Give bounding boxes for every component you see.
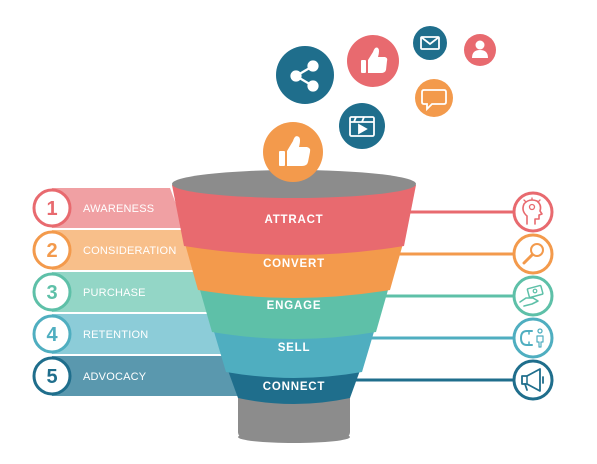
lightbulb-head-icon	[512, 191, 554, 233]
band-awareness	[52, 188, 185, 228]
svg-text:5: 5	[46, 366, 57, 388]
stage-2-number: 2	[32, 230, 72, 270]
funnel-labels: ATTRACT CONVERT ENGAGE SELL CONNECT	[263, 214, 325, 393]
band-retention	[52, 314, 230, 354]
number-circles: 1 2 3 4 5	[32, 188, 72, 396]
svg-text:3: 3	[46, 282, 57, 304]
stage-1-number: 1	[32, 188, 72, 228]
funnel	[172, 170, 416, 443]
megaphone-icon	[512, 359, 554, 401]
email-icon	[420, 36, 440, 50]
user-icon	[472, 40, 488, 58]
stage-label-advocacy: ADVOCACY	[83, 371, 147, 383]
share-icon	[290, 60, 319, 92]
video-icon	[349, 116, 375, 137]
band-advocacy	[52, 356, 245, 396]
money-hand-icon	[512, 275, 554, 317]
stage-label-awareness: AWARENESS	[83, 203, 154, 215]
email-bubble	[413, 26, 447, 60]
connector-lines	[354, 210, 515, 382]
stage-4-number: 4	[32, 314, 72, 354]
funnel-label-sell: SELL	[278, 342, 311, 354]
stage-label-retention: RETENTION	[83, 329, 148, 341]
stage-bands	[52, 188, 245, 396]
chat-bubble	[415, 79, 453, 117]
svg-text:4: 4	[46, 324, 58, 346]
funnel-label-attract: ATTRACT	[264, 214, 323, 226]
social-bubbles	[263, 26, 496, 182]
svg-text:2: 2	[46, 240, 57, 262]
funnel-layer-attract	[172, 185, 416, 255]
stage-5-number: 5	[32, 356, 72, 396]
stage-label-consideration: CONSIDERATION	[83, 245, 176, 257]
chat-bubble-icon	[421, 89, 447, 112]
band-consideration	[52, 230, 200, 270]
user-bubble	[464, 34, 496, 66]
right-icons	[512, 191, 554, 401]
magnifier-icon	[512, 233, 554, 275]
thumbs-up-icon	[279, 136, 311, 166]
funnel-label-engage: ENGAGE	[267, 300, 322, 312]
funnel-layer-sell	[212, 325, 376, 378]
funnel-label-convert: CONVERT	[263, 258, 325, 270]
video-bubble	[339, 103, 385, 149]
svg-text:1: 1	[46, 198, 57, 220]
stage-labels: AWARENESS CONSIDERATION PURCHASE RETENTI…	[83, 203, 176, 383]
stage-3-number: 3	[32, 272, 72, 312]
magnet-person-icon	[512, 317, 554, 359]
funnel-top-opening	[172, 170, 416, 198]
thumbs-up-bubble-pink	[347, 35, 399, 87]
funnel-label-connect: CONNECT	[263, 381, 325, 393]
funnel-layer-engage	[198, 283, 390, 339]
thumbs-up-bubble-orange	[263, 122, 323, 182]
funnel-stem	[238, 392, 350, 438]
band-purchase	[52, 272, 215, 312]
funnel-layer-convert	[184, 240, 404, 298]
thumbs-up-icon	[361, 47, 388, 73]
stage-label-purchase: PURCHASE	[83, 287, 146, 299]
share-bubble	[276, 46, 334, 104]
